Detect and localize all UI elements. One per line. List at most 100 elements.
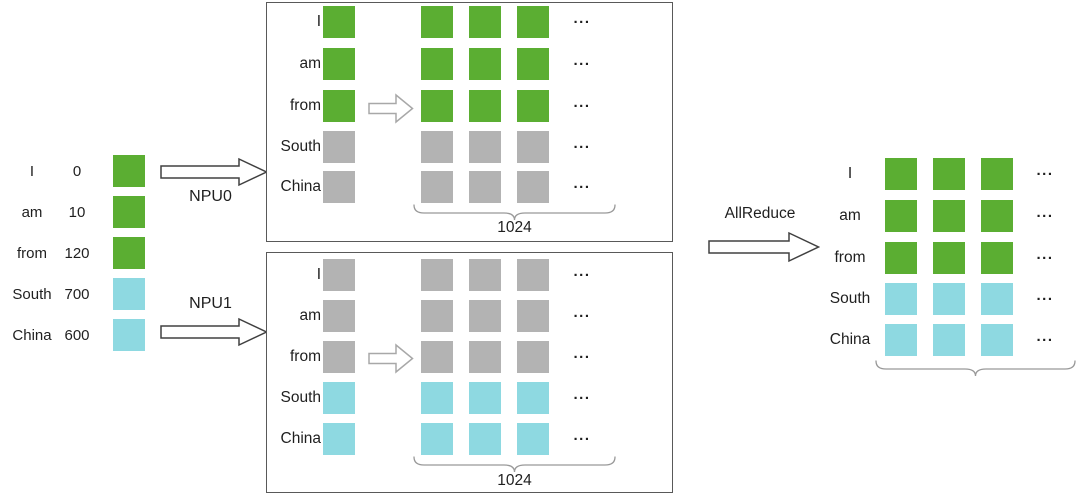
allreduce-label: AllReduce <box>724 205 796 222</box>
token-label: from <box>290 348 321 365</box>
embedding-cell <box>323 6 355 38</box>
token-id: 120 <box>64 244 90 262</box>
embedding-cell <box>469 382 501 414</box>
embedding-cell <box>421 382 453 414</box>
npu1-row: China ... <box>267 423 615 455</box>
embedding-cell <box>421 259 453 291</box>
embedding-cell <box>933 242 965 274</box>
npu1-arrow-icon <box>160 317 268 347</box>
embedding-cell <box>421 90 453 122</box>
token-label: I <box>316 13 321 30</box>
width-brace-icon <box>413 456 616 473</box>
token-label: from <box>17 244 47 262</box>
embedding-width-label: 1024 <box>497 472 532 489</box>
embedding-cell <box>421 300 453 332</box>
result-row: from ... <box>820 242 1077 274</box>
token-label: China <box>280 430 322 447</box>
embedding-cell <box>933 200 965 232</box>
embedding-cell <box>469 341 501 373</box>
embedding-cell <box>885 283 917 315</box>
embedding-cell <box>421 48 453 80</box>
npu0-box: I ... am ... from ... South <box>266 2 673 242</box>
embedding-cell <box>469 300 501 332</box>
ellipsis: ... <box>573 174 591 192</box>
ellipsis: ... <box>1036 245 1054 263</box>
embedding-cell <box>113 278 145 310</box>
ellipsis: ... <box>573 385 591 403</box>
embedding-cell <box>981 158 1013 190</box>
embedding-cell <box>421 131 453 163</box>
embedding-cell <box>981 200 1013 232</box>
result-row: South ... <box>820 283 1077 315</box>
embedding-cell <box>323 90 355 122</box>
embedding-cell <box>517 48 549 80</box>
token-label: South <box>829 290 871 307</box>
ellipsis: ... <box>573 9 591 27</box>
embedding-cell <box>885 324 917 356</box>
embedding-cell <box>981 324 1013 356</box>
token-id: 600 <box>64 326 90 344</box>
embedding-cell <box>517 131 549 163</box>
embedding-cell <box>469 48 501 80</box>
token-id: 0 <box>72 162 82 180</box>
embedding-cell <box>421 6 453 38</box>
vocab-row: South 700 <box>0 278 145 310</box>
npu0-row: from ... <box>267 90 615 122</box>
result-brace-icon <box>875 360 1076 377</box>
vocab-row: China 600 <box>0 319 145 351</box>
embedding-cell <box>517 171 549 203</box>
lookup-arrow-icon <box>368 93 414 124</box>
ellipsis: ... <box>573 134 591 152</box>
embedding-cell <box>323 382 355 414</box>
npu1-box: I ... am ... from ... South <box>266 252 673 493</box>
embedding-cell <box>517 259 549 291</box>
embedding-cell <box>933 283 965 315</box>
vocab-row: from 120 <box>0 237 145 269</box>
embedding-cell <box>469 259 501 291</box>
token-label: from <box>834 249 866 266</box>
allreduce-arrow-icon <box>708 231 820 263</box>
npu0-row: South ... <box>267 131 615 163</box>
embedding-width-label: 1024 <box>497 219 532 236</box>
embedding-cell <box>517 341 549 373</box>
embedding-cell <box>469 171 501 203</box>
npu0-arrow-icon <box>160 157 268 187</box>
result-row: China ... <box>820 324 1077 356</box>
token-label: am <box>299 307 321 324</box>
token-label: am <box>299 55 321 72</box>
embedding-cell <box>517 300 549 332</box>
npu1-row: am ... <box>267 300 615 332</box>
npu0-row: am ... <box>267 48 615 80</box>
npu1-row: South ... <box>267 382 615 414</box>
embedding-cell <box>885 242 917 274</box>
npu0-row: China ... <box>267 171 615 203</box>
embedding-cell <box>933 324 965 356</box>
token-label: am <box>21 203 43 221</box>
token-label: China <box>829 331 871 348</box>
ellipsis: ... <box>573 262 591 280</box>
vocab-row: am 10 <box>0 196 145 228</box>
vocab-row: I 0 <box>0 155 145 187</box>
embedding-cell <box>113 196 145 228</box>
token-label: I <box>29 162 35 180</box>
ellipsis: ... <box>1036 327 1054 345</box>
ellipsis: ... <box>573 51 591 69</box>
ellipsis: ... <box>573 93 591 111</box>
token-label: I <box>316 266 321 283</box>
width-brace-icon <box>413 204 616 221</box>
token-label: South <box>280 138 321 155</box>
ellipsis: ... <box>1036 161 1054 179</box>
npu0-row: I ... <box>267 6 615 38</box>
token-label: am <box>839 207 861 224</box>
embedding-cell <box>421 341 453 373</box>
embedding-cell <box>517 6 549 38</box>
npu1-row: from ... <box>267 341 615 373</box>
embedding-cell <box>885 158 917 190</box>
ellipsis: ... <box>1036 203 1054 221</box>
embedding-cell <box>113 237 145 269</box>
embedding-cell <box>323 259 355 291</box>
npu1-label: NPU1 <box>189 295 232 312</box>
token-label: China <box>280 178 322 195</box>
lookup-arrow-icon <box>368 343 414 374</box>
embedding-cell <box>933 158 965 190</box>
